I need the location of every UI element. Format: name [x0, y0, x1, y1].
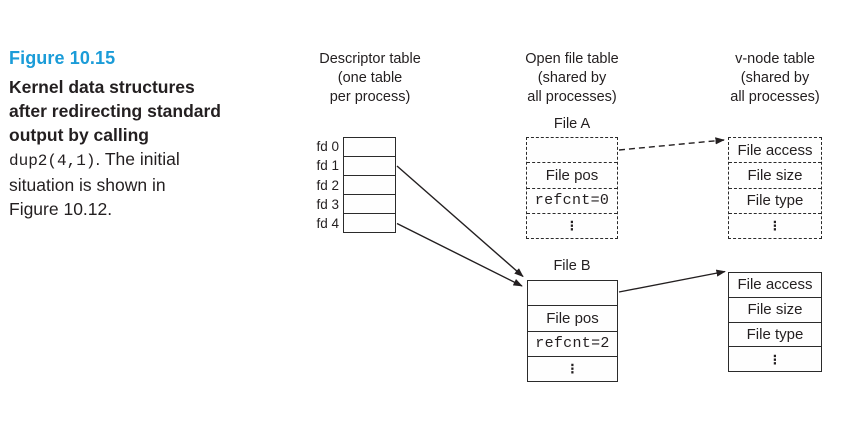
vnode-a-type-cell: File type: [729, 187, 821, 213]
caption-line: output by calling: [9, 125, 149, 145]
fd0-entry: [344, 138, 395, 156]
vnode-b-ellipsis-cell: ⋮: [729, 346, 821, 371]
caption-line: Figure 10.12.: [9, 199, 113, 219]
vnode-b-access-cell: File access: [737, 276, 813, 294]
header-line: (shared by: [537, 70, 607, 86]
descriptor-table: fd 0 fd 1 fd 2 fd 3 fd 4: [308, 137, 396, 233]
vnode-a-size-cell: File size: [729, 162, 821, 187]
arrow-filea-to-vnodea-dashed: [618, 137, 725, 151]
caption-line: Kernel data structures: [9, 77, 195, 97]
vnode-b-type-cell: File type: [729, 321, 821, 347]
file-a-refcnt-cell: refcnt=0: [527, 187, 617, 213]
header-line: per process): [329, 89, 411, 105]
file-a-table: File pos refcnt=0 ⋮: [526, 137, 618, 239]
file-b-filepos-cell: File pos: [528, 305, 617, 330]
descriptor-table-header: Descriptor table (one table per process): [290, 50, 450, 107]
fd2-entry: [344, 175, 395, 194]
fd4-entry: [344, 213, 395, 232]
file-a-ellipsis-cell: ⋮: [527, 212, 617, 238]
figure-number: Figure 10.15: [9, 48, 116, 68]
file-b-table: File pos refcnt=2 ⋮: [527, 280, 618, 382]
file-b-refcnt-cell: refcnt=2: [528, 330, 617, 356]
vnode-a-table: File access File size File type ⋮: [728, 137, 822, 239]
vnode-table-header: v-node table (shared by all processes): [695, 50, 855, 107]
caption-code-dup2: dup2(4,1): [9, 152, 96, 170]
figure-caption: Kernel data structures after redirecting…: [9, 75, 269, 221]
file-b-label: File B: [553, 258, 591, 274]
file-b-ellipsis-cell: ⋮: [528, 355, 617, 381]
header-line: Open file table: [525, 51, 619, 67]
fd4-label: fd 4: [316, 215, 339, 231]
vnode-b-size-cell: File size: [729, 296, 821, 322]
caption-line: situation is shown in: [9, 175, 166, 195]
fd-labels: fd 0 fd 1 fd 2 fd 3 fd 4: [308, 137, 339, 233]
header-line: v-node table: [735, 51, 815, 67]
fd3-label: fd 3: [316, 196, 339, 212]
fd0-label: fd 0: [316, 139, 339, 155]
fd-entry-boxes: [343, 137, 396, 233]
header-line: Descriptor table: [319, 51, 421, 67]
file-b-pointer-cell: [528, 281, 617, 305]
open-file-table-header: Open file table (shared by all processes…: [492, 50, 652, 107]
arrow-fd4-to-fileb: [396, 222, 523, 287]
file-a-filepos-cell: File pos: [527, 162, 617, 187]
fd1-entry: [344, 156, 395, 175]
header-line: (shared by: [740, 70, 810, 86]
file-a-label: File A: [553, 116, 591, 132]
fd1-label: fd 1: [316, 158, 339, 174]
arrow-fileb-to-vnodeb: [618, 269, 726, 293]
file-a-pointer-cell: [527, 138, 617, 162]
header-line: all processes): [730, 89, 820, 105]
header-line: all processes): [527, 89, 617, 105]
caption-line: dup2(4,1). The initial: [9, 147, 269, 173]
caption-line-rest: . The initial: [95, 149, 180, 169]
vnode-a-access-cell: File access: [737, 141, 813, 159]
fd3-entry: [344, 194, 395, 213]
caption-line: after redirecting standard: [9, 101, 221, 121]
fd2-label: fd 2: [316, 177, 339, 193]
header-line: (one table: [337, 70, 403, 86]
vnode-b-table: File access File size File type ⋮: [728, 272, 822, 372]
vnode-a-ellipsis-cell: ⋮: [729, 212, 821, 238]
